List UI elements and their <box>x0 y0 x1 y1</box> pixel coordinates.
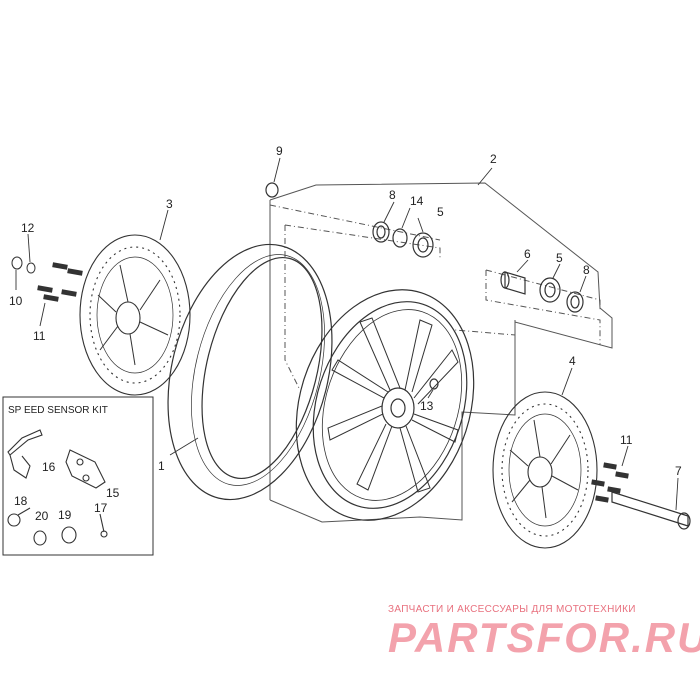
subassembly-outline <box>269 182 613 523</box>
leader-lines <box>15 157 679 511</box>
brake-disc-left <box>79 234 191 396</box>
callout-3: 3 <box>166 197 173 211</box>
callout-8b: 8 <box>583 263 590 277</box>
kit-title: SP EED SENSOR KIT <box>8 405 108 416</box>
brake-disc-right <box>492 391 598 549</box>
kit-frame <box>2 396 154 556</box>
watermark-brand: PARTSFOR.RU <box>388 614 700 661</box>
callout-5a: 5 <box>437 205 444 219</box>
speed-sensor-kit: SP EED SENSOR KIT <box>2 396 154 556</box>
callout-14: 14 <box>410 194 424 208</box>
callout-4: 4 <box>569 354 576 368</box>
wheel-rim <box>295 289 475 521</box>
callout-9: 9 <box>276 144 283 158</box>
callout-12: 12 <box>21 221 35 235</box>
callout-8a: 8 <box>389 188 396 202</box>
callout-11b: 11 <box>620 433 633 447</box>
callout-5b: 5 <box>556 251 563 265</box>
callout-17: 17 <box>94 501 108 515</box>
callout-6: 6 <box>524 247 531 261</box>
kit-parts <box>7 429 108 546</box>
callout-11a: 11 <box>33 329 46 343</box>
callout-7: 7 <box>675 464 682 478</box>
callout-2: 2 <box>490 152 497 166</box>
callout-19: 19 <box>58 508 72 522</box>
callout-labels: 1 2 3 4 5 5 6 7 8 8 9 10 11 11 12 13 14 … <box>9 144 682 523</box>
wheel-axle <box>611 491 691 530</box>
callout-20: 20 <box>35 509 49 523</box>
callout-18: 18 <box>14 494 28 508</box>
tyre <box>167 243 333 501</box>
watermark-tagline: ЗАПЧАСТИ И АКСЕССУАРЫ ДЛЯ МОТОТЕХНИКИ <box>388 604 636 615</box>
callout-1: 1 <box>158 459 165 473</box>
callout-15: 15 <box>106 486 120 500</box>
callout-16: 16 <box>42 460 56 474</box>
callout-13: 13 <box>420 399 434 413</box>
bearings-and-seals <box>265 182 584 390</box>
callout-10: 10 <box>9 294 23 308</box>
disc-bolts <box>11 256 629 503</box>
